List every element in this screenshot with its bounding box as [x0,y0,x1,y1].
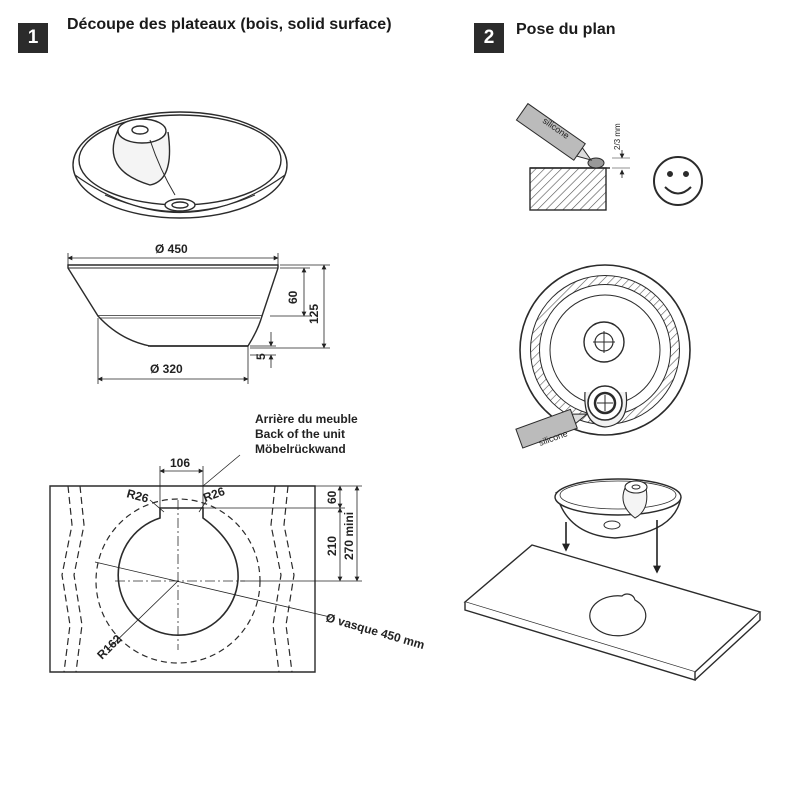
back-of-unit-en: Back of the unit [255,427,345,441]
silicone-detail [529,150,630,211]
plan-dimension-lines [94,454,362,651]
step-2-title: Pose du plan [516,21,616,38]
outer-diameter-label: Ø 450 [155,242,188,256]
step-1-badge: 1 [18,23,48,53]
foot-height-label: 5 [254,353,268,360]
back-of-unit-de: Möbelrückwand [255,442,346,456]
silicone-tube-icon [515,102,593,161]
smiley-icon [653,156,703,206]
basin-lowering [554,478,682,539]
notch-width-label: 106 [170,456,190,470]
basin-side-elevation [67,264,279,347]
min-depth-label: 270 mini [342,512,356,560]
total-height-label: 125 [307,304,321,324]
countertop [463,544,762,681]
notch-radius-left-label: R26 [125,486,150,505]
cut-depth-label: 210 [325,536,339,556]
basin-perspective [72,111,288,219]
step-2-badge: 2 [474,23,504,53]
notch-depth-label: 60 [325,490,339,504]
rim-height-label: 60 [286,290,300,304]
side-dimension-lines [67,253,330,384]
placement-arrows [562,520,661,574]
cutout-plan [49,485,316,673]
base-diameter-label: Ø 320 [150,362,183,376]
tap-hole [584,385,628,428]
drain-icon [583,321,625,363]
basin-diameter-label: Ø vasque 450 mm [324,610,426,652]
step-1-title: Découpe des plateaux (bois, solid surfac… [67,16,392,33]
silicone-tube-icon [515,408,589,449]
back-of-unit-fr: Arrière du meuble [255,412,358,426]
bead-height-label: 2/3 mm [613,123,622,150]
